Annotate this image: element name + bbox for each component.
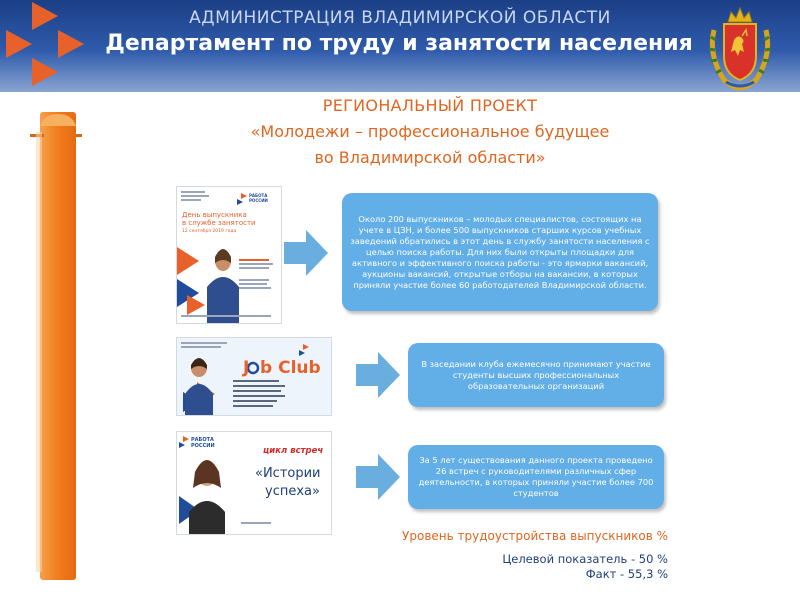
header-org-name: АДМИНИСТРАЦИЯ ВЛАДИМИРСКОЙ ОБЛАСТИ: [189, 8, 611, 28]
project-label: РЕГИОНАЛЬНЫЙ ПРОЕКТ: [322, 96, 538, 115]
project-title-line1: «Молодежи – профессиональное будущее: [250, 122, 610, 141]
arrow-right-icon: [356, 452, 402, 506]
job-club-description: В заседании клуба ежемесячно принимают у…: [408, 343, 664, 407]
job-club-logo-text: b Club: [260, 358, 321, 378]
job-club-logo-j: J: [243, 358, 250, 378]
header-department-name: Департамент по труду и занятости населен…: [105, 31, 693, 56]
poster-heading2: в службе занятости: [182, 219, 256, 227]
stories-brand: РАБОТА РОССИИ: [191, 437, 215, 449]
arrow-right-icon: [356, 350, 402, 404]
poster-brand: РАБОТА РОССИИ: [249, 193, 268, 203]
employment-rate-title: Уровень трудоустройства выпускников %: [402, 529, 668, 543]
logo-icon: [0, 0, 100, 92]
stories-cycle-label: цикл встреч: [263, 446, 324, 456]
stories-heading2: успеха»: [265, 484, 320, 499]
poster-date: 12 сентября 2019 года: [182, 229, 237, 234]
success-stories-text: За 5 лет существования данного проекта п…: [418, 455, 654, 498]
fact-indicator: Факт - 55,3 %: [585, 567, 668, 581]
project-title-line2: во Владимирской области»: [314, 148, 546, 167]
graduate-day-poster-image: РАБОТА РОССИИ День выпускника в службе з…: [176, 186, 282, 324]
success-stories-image: РАБОТА РОССИИ цикл встреч «Истории успех…: [176, 431, 332, 535]
side-decoration: [30, 112, 82, 582]
coat-of-arms-icon: [704, 0, 776, 92]
graduate-day-text: Около 200 выпускников – молодых специали…: [350, 213, 650, 290]
job-club-text: В заседании клуба ежемесячно принимают у…: [421, 358, 651, 391]
success-stories-description: За 5 лет существования данного проекта п…: [408, 445, 664, 509]
target-indicator: Целевой показатель - 50 %: [502, 552, 668, 566]
poster-heading1: День выпускника: [182, 211, 247, 219]
graduate-day-description: Около 200 выпускников – молодых специали…: [342, 193, 658, 311]
arrow-right-icon: [284, 228, 330, 282]
job-club-image: J b Club: [176, 337, 332, 416]
header-banner: АДМИНИСТРАЦИЯ ВЛАДИМИРСКОЙ ОБЛАСТИ Депар…: [0, 0, 800, 92]
stories-heading1: «Истории: [255, 466, 321, 481]
